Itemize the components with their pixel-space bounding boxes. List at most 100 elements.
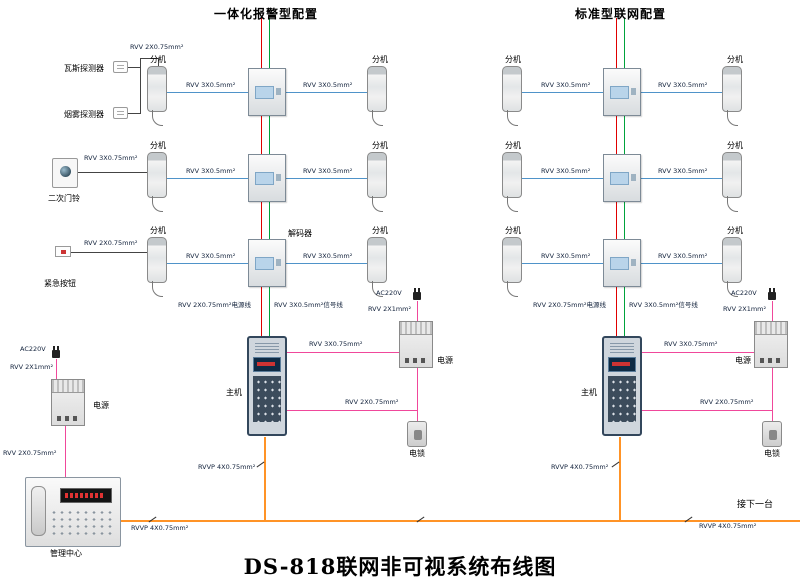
extension-handset — [147, 66, 167, 126]
mains-drop-left — [417, 301, 418, 321]
ext-line — [167, 92, 248, 93]
signal-trunk-label: RVV 3X0.5mm²信号线 — [274, 301, 343, 309]
extension-label: 分机 — [727, 141, 743, 150]
extension-label: 分机 — [505, 141, 521, 150]
emergency-wire-label: RVV 2X0.75mm² — [84, 239, 138, 247]
display-icon — [608, 357, 636, 372]
sensor-wire — [128, 67, 140, 68]
extension-handset — [367, 237, 387, 297]
decoder-label: 解码器 — [288, 229, 312, 238]
emergency-button-label: 紧急按钮 — [44, 279, 76, 288]
ext-line — [286, 263, 367, 264]
ext-line — [286, 92, 367, 93]
extension-label: 分机 — [150, 226, 166, 235]
signal-trunk-label: RVV 3X0.5mm²信号线 — [629, 301, 698, 309]
main-power-line-left — [287, 352, 400, 353]
extension-label: 分机 — [727, 55, 743, 64]
mains-label: AC220V — [20, 345, 46, 353]
power-supply-label: 电源 — [735, 356, 751, 365]
extension-label: 分机 — [372, 141, 388, 150]
doorbell-label: 二次门铃 — [48, 194, 80, 203]
electric-lock-label: 电锁 — [409, 449, 425, 458]
lock-line-right — [642, 410, 772, 411]
lock-drop-left — [417, 368, 418, 421]
electric-lock-icon — [407, 421, 427, 447]
extension-label: 分机 — [372, 226, 388, 235]
bus-wire-label: RVVP 4X0.75mm² — [699, 522, 757, 530]
decoder-box — [248, 68, 286, 116]
extension-label: 分机 — [727, 226, 743, 235]
gas-detector-label: 瓦斯探测器 — [64, 64, 104, 73]
decoder-box — [603, 154, 641, 202]
extension-handset — [722, 66, 742, 126]
mains-wire-label: RVV 2X1mm² — [723, 305, 767, 313]
ext-line — [522, 178, 603, 179]
sensor-wire — [140, 58, 158, 59]
main-power-wire-label: RVV 3X0.75mm² — [664, 340, 718, 348]
extension-label: 分机 — [150, 141, 166, 150]
ext-wire-label: RVV 3X0.5mm² — [658, 81, 708, 89]
sensor-wire — [158, 58, 159, 67]
rvvp-drop-left — [264, 437, 266, 520]
power-supply-box — [51, 379, 85, 426]
left-section-title: 一体化报警型配置 — [214, 7, 319, 21]
power-supply-label: 电源 — [93, 401, 109, 410]
extension-handset — [147, 152, 167, 212]
ext-wire-label: RVV 3X0.5mm² — [658, 252, 708, 260]
emergency-wire — [71, 252, 147, 253]
sensor-wire — [128, 113, 140, 114]
ext-wire-label: RVV 3X0.5mm² — [541, 81, 591, 89]
console-led-display-icon — [60, 488, 112, 503]
mains-label: AC220V — [731, 289, 757, 297]
smoke-detector-icon — [113, 107, 128, 119]
bus-wire-label: RVVP 4X0.75mm² — [131, 524, 189, 532]
mains-plug-icon — [413, 288, 421, 300]
main-power-line-right — [642, 352, 754, 353]
ext-line — [522, 263, 603, 264]
extension-handset — [502, 152, 522, 212]
sensor-wire — [140, 58, 141, 114]
extension-handset — [367, 66, 387, 126]
lock-wire-label: RVV 2X0.75mm² — [345, 398, 399, 406]
decoder-box — [248, 239, 286, 287]
mains-wire-label: RVV 2X1mm² — [10, 363, 54, 371]
extension-handset — [502, 66, 522, 126]
extension-label: 分机 — [505, 226, 521, 235]
ext-line — [167, 263, 248, 264]
keypad-icon — [253, 376, 281, 422]
ext-wire-label: RVV 3X0.5mm² — [658, 167, 708, 175]
extension-handset — [367, 152, 387, 212]
ext-line — [641, 263, 722, 264]
management-center-console — [25, 477, 121, 547]
lock-line-left — [287, 410, 417, 411]
decoder-box — [603, 239, 641, 287]
smoke-detector-label: 烟雾探测器 — [64, 110, 104, 119]
extension-handset — [502, 237, 522, 297]
electric-lock-icon — [762, 421, 782, 447]
power-trunk-label: RVV 2X0.75mm²电源线 — [533, 301, 606, 309]
display-icon — [253, 357, 281, 372]
emergency-button-icon — [55, 246, 71, 257]
ext-line — [522, 92, 603, 93]
bus-wire-label: RVVP 4X0.75mm² — [551, 463, 609, 471]
rvvp-drop-right — [619, 437, 621, 520]
speaker-grille-icon — [255, 342, 279, 353]
extension-handset — [722, 237, 742, 297]
main-unit-label: 主机 — [581, 388, 597, 397]
extension-label: 分机 — [150, 55, 166, 64]
power-supply-box — [754, 321, 788, 368]
extension-label: 分机 — [505, 55, 521, 64]
decoder-box — [603, 68, 641, 116]
decoder-box — [248, 154, 286, 202]
ext-line — [167, 178, 248, 179]
ext-wire-label: RVV 3X0.5mm² — [186, 167, 236, 175]
mains-wire-label: RVV 2X1mm² — [368, 305, 412, 313]
power-supply-label: 电源 — [437, 356, 453, 365]
main-unit-label: 主机 — [226, 388, 242, 397]
extension-handset — [722, 152, 742, 212]
main-power-wire-label: RVV 3X0.75mm² — [309, 340, 363, 348]
extension-label: 分机 — [372, 55, 388, 64]
mains-plug-icon — [52, 346, 60, 358]
lock-drop-right — [772, 368, 773, 421]
